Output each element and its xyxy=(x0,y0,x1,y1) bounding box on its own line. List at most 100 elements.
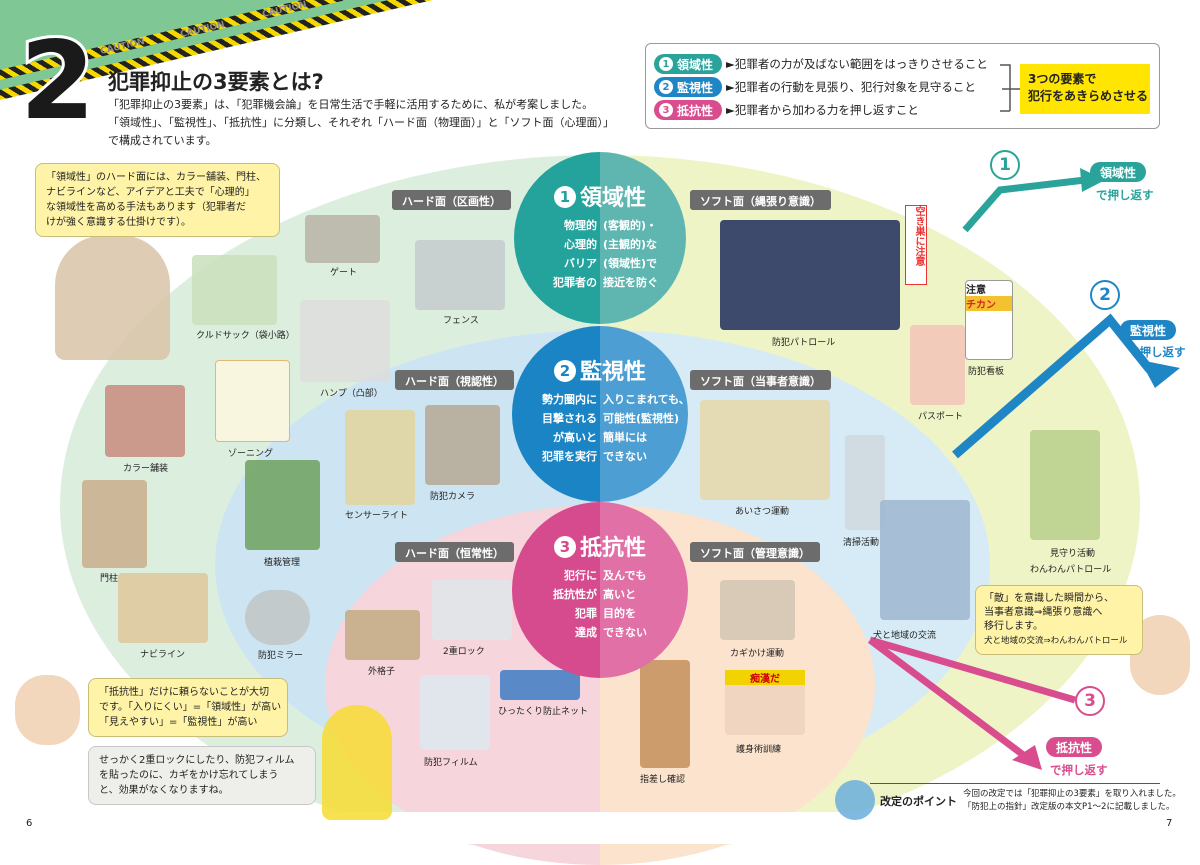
security-mirror-illustration xyxy=(245,590,310,645)
arrow-badge-surveillance: 監視性 xyxy=(1120,320,1177,340)
section-hard-demarcation: ハード面（区画性） xyxy=(392,190,511,210)
arrow-push-text: で押し返す xyxy=(1096,188,1154,202)
text-line: 今回の改定では「犯罪抑止の3要素」を取り入れました。 xyxy=(963,789,1181,799)
circle-title: 監視性 xyxy=(579,360,646,385)
caution-banner: 空き巣に注意 xyxy=(905,205,927,285)
professor-illustration xyxy=(55,235,170,360)
text-line: 「抵抗性」だけに頼らないことが大切 xyxy=(99,687,269,698)
intro-text: 「犯罪抑止の3要素」は、「犯罪機会論」を日常生活で手軽に活用するために、私が考案… xyxy=(108,96,638,150)
circle-title: 領域性 xyxy=(579,186,646,211)
label-security-film: 防犯フィルム xyxy=(424,758,478,768)
speech-bubble-resistance: 「抵抗性」だけに頼らないことが大切です。「入りにくい」=「領域性」が高い「見えや… xyxy=(88,678,288,737)
label: 抵抗性 xyxy=(677,103,714,118)
label-navi-line: ナビライン xyxy=(140,650,186,660)
point-check-illustration xyxy=(640,660,690,768)
text-line: 「敵」を意識した瞬間から、 xyxy=(984,593,1114,604)
speech-bubble-ownership: 「敵」を意識した瞬間から、当事者意識⇒縄張り意識へ移行します。犬と地域の交流⇒わ… xyxy=(975,585,1143,655)
text-line: (領域性)で xyxy=(603,257,658,270)
text-line: ナビラインなど、アイデアと工夫で「心理的」 xyxy=(46,187,255,198)
sign-chikan: チカン xyxy=(966,296,1012,311)
arrow-surveillance xyxy=(952,313,1154,459)
label-dog-community: 犬と地域の交流 xyxy=(873,631,937,641)
speech-bubble-territoriality: 「領域性」のハード面には、カラー舗装、門柱、ナビラインなど、アイデアと工夫で「心… xyxy=(35,163,280,237)
revision-point-text: 今回の改定では「犯罪抑止の3要素」を取り入れました。「防犯上の指針」改定版の本文… xyxy=(963,788,1181,814)
zoning-illustration xyxy=(215,360,290,442)
arrow-territoriality xyxy=(962,176,1086,233)
arrow-resistance xyxy=(867,636,1076,763)
arrow-number-3: 3 xyxy=(1075,686,1105,716)
label-zoning: ゾーニング xyxy=(228,449,274,459)
arrow-badge-territoriality: 領域性 xyxy=(1090,162,1147,182)
label-gate: ゲート xyxy=(330,268,358,278)
planting-illustration xyxy=(245,460,320,550)
intro-line: で構成されています。 xyxy=(108,134,217,147)
outer-grille-illustration xyxy=(345,610,420,660)
patrol-illustration xyxy=(720,220,900,330)
security-camera-illustration xyxy=(425,405,500,485)
text-line: 物理的 xyxy=(564,219,597,232)
text-line: せっかく2重ロックにしたり、防犯フィルム xyxy=(99,755,295,766)
speech-bubble-mascot: せっかく2重ロックにしたり、防犯フィルムを貼ったのに、カギをかけ忘れてしまうと、… xyxy=(88,746,316,805)
label-patrol: 防犯パトロール xyxy=(772,338,836,348)
text-line: 目撃される xyxy=(542,412,597,425)
page-number-left: 6 xyxy=(26,818,33,829)
section-soft-ownership: ソフト面（当事者意識） xyxy=(690,370,831,390)
dog-community-illustration xyxy=(880,500,970,620)
text-line: 高いと xyxy=(603,588,636,601)
label-fence: フェンス xyxy=(443,316,479,326)
arrow-number-1: 1 xyxy=(990,150,1020,180)
label-double-lock: 2重ロック xyxy=(443,647,485,657)
greeting-illustration xyxy=(700,400,830,500)
summary-text: ►犯罪者から加わる力を押し返すこと xyxy=(726,103,919,117)
security-film-illustration xyxy=(420,675,490,750)
summary-text: ►犯罪者の力が及ばない範囲をはっきりさせること xyxy=(726,57,988,71)
color-paving-illustration xyxy=(105,385,185,457)
push-back-arrows xyxy=(867,168,1180,770)
label-cleaning: 清掃活動 xyxy=(843,538,880,548)
text-line: けが強く意識する仕掛けです）。 xyxy=(46,217,191,228)
fence-illustration xyxy=(415,240,505,310)
text-line: 「防犯上の指針」改定版の本文P1〜2に記載しました。 xyxy=(963,802,1175,812)
num: 3 xyxy=(553,536,576,558)
text-line: 移行します。 xyxy=(984,621,1043,632)
label-sensor-light: センサーライト xyxy=(345,511,409,521)
passport-illustration xyxy=(910,325,965,405)
text-line: を貼ったのに、カギをかけ忘れてしまう xyxy=(99,770,279,781)
gatepost-illustration xyxy=(82,480,147,568)
text-line: 及んでも xyxy=(603,569,647,582)
section-number: 2 xyxy=(17,19,98,144)
arrow-push-text: で押し返す xyxy=(1128,345,1186,359)
conclusion-box: 3つの要素で犯行をあきらめさせる xyxy=(1020,64,1150,114)
label-security-mirror: 防犯ミラー xyxy=(258,651,304,661)
text-line: 入りこまれても、 xyxy=(603,393,688,406)
label-color-paving: カラー舗装 xyxy=(123,464,169,474)
label-planting: 植栽管理 xyxy=(264,558,301,568)
conclusion-line: 3つの要素で xyxy=(1028,72,1097,86)
label-passport: パスポート xyxy=(918,412,964,422)
num: 3 xyxy=(659,103,673,117)
text-line: な領域性を高める手法もあります（犯罪者だ xyxy=(46,202,246,213)
num: 2 xyxy=(659,80,673,94)
page-number-right: 7 xyxy=(1166,818,1173,829)
text-line: 当事者意識⇒縄張り意識へ xyxy=(984,607,1103,618)
professor-face-illustration xyxy=(15,675,80,745)
text-line: 可能性(監視性) xyxy=(603,412,680,425)
label-cul-de-sac: クルドサック（袋小路） xyxy=(196,331,295,341)
label-security-camera: 防犯カメラ xyxy=(430,492,476,502)
label-hump: ハンプ（凸部） xyxy=(320,389,383,399)
hump-illustration xyxy=(300,300,390,382)
navi-line-illustration xyxy=(118,573,208,643)
label-self-defense: 護身術訓練 xyxy=(736,745,782,755)
page-title: 犯罪抑止の3要素とは? xyxy=(108,70,324,94)
cleaning-illustration xyxy=(845,435,885,530)
text-line: です。「入りにくい」=「領域性」が高い xyxy=(99,702,282,713)
section-soft-management: ソフト面（管理意識） xyxy=(690,542,820,562)
conclusion-line: 犯行をあきらめさせる xyxy=(1028,89,1149,103)
text-line: 犯罪を実行 xyxy=(542,450,597,463)
text-line: 「見えやすい」=「監視性」が高い xyxy=(99,717,258,728)
